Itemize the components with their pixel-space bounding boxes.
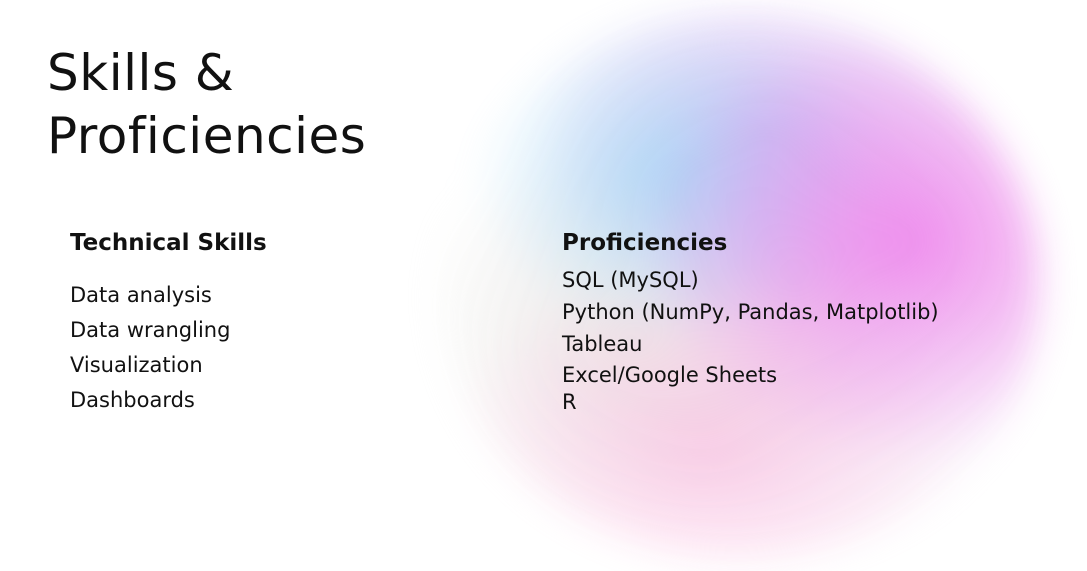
list-item: Data analysis: [70, 283, 212, 307]
slide-title: Skills & Proficiencies: [47, 42, 467, 168]
technical-skills-heading: Technical Skills: [70, 230, 267, 256]
list-item: Dashboards: [70, 388, 195, 412]
list-item: Tableau: [562, 332, 643, 356]
proficiencies-section: Proficiencies SQL (MySQL) Python (NumPy,…: [562, 228, 1062, 414]
list-item: R: [562, 390, 577, 414]
proficiencies-list: SQL (MySQL) Python (NumPy, Pandas, Matpl…: [562, 264, 1062, 414]
list-item: Data wrangling: [70, 318, 231, 342]
slide-title-line-1: Skills &: [47, 44, 235, 102]
technical-skills-list: Data analysis Data wrangling Visualizati…: [70, 278, 430, 418]
proficiencies-heading: Proficiencies: [562, 230, 728, 256]
gradient-blob-decoration: [440, 10, 1040, 560]
list-item: Excel/Google Sheets: [562, 363, 778, 387]
list-item: SQL (MySQL): [562, 268, 699, 292]
slide-title-line-2: Proficiencies: [47, 107, 367, 165]
technical-skills-section: Technical Skills Data analysis Data wran…: [70, 228, 430, 418]
list-item: Python (NumPy, Pandas, Matplotlib): [562, 300, 939, 324]
list-item: Visualization: [70, 353, 203, 377]
